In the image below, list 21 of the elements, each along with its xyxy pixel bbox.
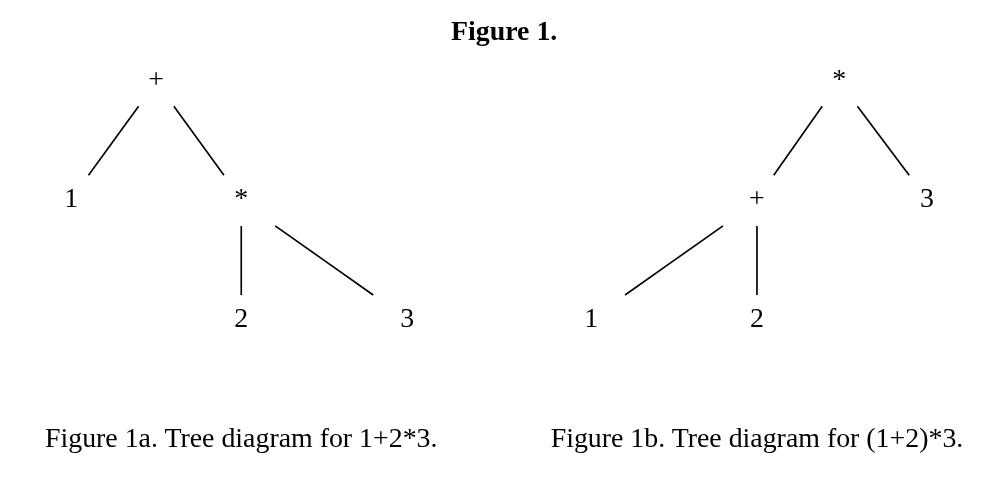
node-text: * <box>832 62 847 94</box>
node-text: 1 <box>64 182 79 214</box>
label: Figure 1a. Tree diagram for 1+2*3. <box>44 422 438 454</box>
connector <box>856 105 910 177</box>
node-text: + <box>148 62 165 94</box>
diagram-title: Figure 1. <box>451 15 558 47</box>
connector <box>274 225 375 296</box>
label: Figure 1b. Tree diagram for (1+2)*3. <box>550 422 964 454</box>
node-text: 2 <box>234 302 249 334</box>
node-text: 1 <box>584 302 599 334</box>
connector <box>240 225 243 296</box>
node-text: 2 <box>750 302 764 334</box>
node-text: 3 <box>920 182 934 214</box>
connector <box>772 105 824 177</box>
node-text: * <box>234 182 249 214</box>
connector <box>87 105 140 177</box>
connector <box>173 105 225 177</box>
node-text: 3 <box>400 302 415 334</box>
connector <box>756 225 758 296</box>
connector <box>624 225 724 296</box>
node-text: + <box>749 182 765 214</box>
